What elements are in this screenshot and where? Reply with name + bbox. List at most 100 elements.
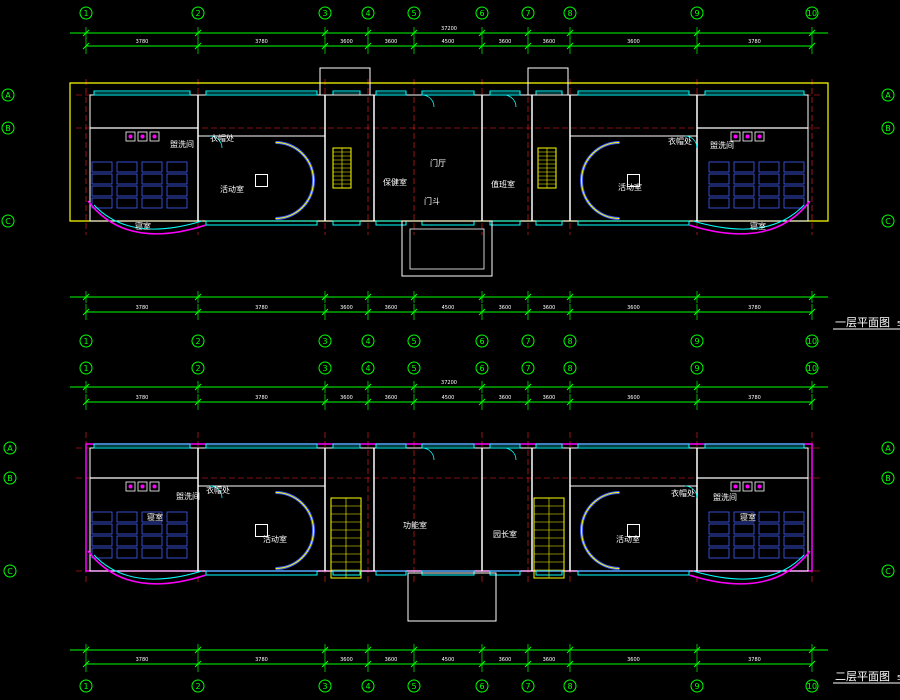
p2-bay-right [688, 550, 811, 585]
p2-bed-left [166, 511, 188, 523]
p2-bed-left [91, 535, 113, 547]
p1-room-lobby: 门斗 [424, 196, 440, 206]
p1-sink-bowl [152, 134, 157, 139]
p2-right-letter-bubble-C [881, 564, 895, 578]
p2-bed-right [733, 523, 755, 535]
p2-top-total-dim-total: 37200 [441, 380, 457, 386]
p1-bed-right [758, 197, 780, 209]
p2-sink [137, 481, 148, 492]
p1-top-axis-bubble-5 [407, 6, 421, 20]
p2-stage-left-edge [275, 492, 314, 569]
p2-scale: 50 [897, 674, 900, 682]
p2-bed-left [91, 547, 113, 559]
p1-bot-axis-label-2: 2 [195, 337, 200, 346]
p2-bed-right [708, 535, 730, 547]
p1-room-duty: 值班室 [491, 179, 515, 189]
p1-room-cloak-right: 衣帽处 [668, 136, 692, 146]
p1-window-bottom [535, 220, 563, 226]
p2-top-bay-label: 3600 [340, 395, 353, 401]
p1-bot-axis-bubble-10 [805, 334, 819, 348]
p1-bot-axis-label-6: 6 [479, 337, 484, 346]
p2-bot-axis-label-9: 9 [694, 682, 699, 691]
p2-bot-bay-label: 3780 [748, 657, 761, 663]
p2-room-cloak-right: 衣帽处 [671, 488, 695, 498]
p1-bed-left [166, 173, 188, 185]
p1-bot-axis-label-1: 1 [83, 337, 88, 346]
p1-door-swing [684, 135, 698, 149]
p2-bed-left [91, 511, 113, 523]
p2-piano-right [627, 524, 640, 537]
p2-bot-bay-label: 3780 [136, 657, 149, 663]
p1-top-axis-bubble-2 [191, 6, 205, 20]
p1-room-bed-left: 寝室 [135, 221, 151, 231]
p2-bot-bay-label: 3600 [385, 657, 398, 663]
p2-top-axis-label-4: 4 [365, 364, 370, 373]
p2-bed-left [141, 535, 163, 547]
p1-top-axis-bubble-10 [805, 6, 819, 20]
p1-door-swing [503, 94, 517, 108]
p1-bot-axis-label-8: 8 [567, 337, 572, 346]
p1-left-letter-bubble-A [1, 88, 15, 102]
p1-top-axis-label-3: 3 [322, 9, 327, 18]
p1-top-axis-label-4: 4 [365, 9, 370, 18]
p2-door-swing [503, 447, 517, 461]
p1-bot-bay-label: 3780 [255, 305, 268, 311]
p1-bed-right [783, 161, 805, 173]
p2-bed-left [141, 511, 163, 523]
p2-top-axis-label-10: 10 [807, 364, 817, 373]
p2-piano-left [255, 524, 268, 537]
p1-piano-left [255, 174, 268, 187]
p2-right-letter-bubble-A [881, 441, 895, 455]
p1-window-bottom [332, 220, 361, 226]
p1-bot-bay-label: 3600 [340, 305, 353, 311]
p2-top-bay-label: 3780 [136, 395, 149, 401]
p2-stage-right-edge [581, 492, 620, 569]
p1-bed-left [91, 185, 113, 197]
p2-window-bottom [205, 570, 318, 576]
p1-right-letter-bubble-A [881, 88, 895, 102]
p2-top-axis-label-2: 2 [195, 364, 200, 373]
p2-bed-right [783, 547, 805, 559]
p2-bot-axis-bubble-2 [191, 679, 205, 693]
p1-door-swing [209, 135, 223, 149]
p1-bed-left [91, 173, 113, 185]
p1-top-bay-label: 3600 [385, 39, 398, 45]
p1-bot-axis-label-3: 3 [322, 337, 327, 346]
p1-bed-right [783, 185, 805, 197]
p2-bot-axis-label-7: 7 [525, 682, 530, 691]
p2-sink [754, 481, 765, 492]
p2-top-bay-label: 3780 [748, 395, 761, 401]
p2-bed-right [758, 511, 780, 523]
p2-room-activity-left: 活动室 [263, 534, 287, 544]
p1-bed-right [783, 173, 805, 185]
p1-bot-axis-label-9: 9 [694, 337, 699, 346]
second-floor-plan: 活动室活动室衣帽处衣帽处盥洗间盥洗间寝室寝室功能室园长室 [76, 432, 822, 622]
p2-bed-right [758, 535, 780, 547]
p1-bot-axis-bubble-2 [191, 334, 205, 348]
p2-left-letter-bubble-C [3, 564, 17, 578]
p1-bot-axis-bubble-1 [79, 334, 93, 348]
p2-bay-left-window [93, 554, 203, 580]
p2-bot-axis-label-2: 2 [195, 682, 200, 691]
p1-top-total-dim-total: 37200 [441, 26, 457, 32]
p2-room-bed-left: 寝室 [147, 512, 163, 522]
p2-window-bottom [375, 570, 407, 576]
p1-top-bay-label: 3780 [748, 39, 761, 45]
p1-bed-left [166, 161, 188, 173]
p1-room-bed-right: 寝室 [750, 221, 766, 231]
p1-top-bay-label: 4500 [442, 39, 455, 45]
p2-bed-left [116, 511, 138, 523]
p1-top-axis-bubble-9 [690, 6, 704, 20]
p1-room-activity-right: 活动室 [618, 182, 642, 192]
p1-entrance-porch [401, 220, 493, 277]
p2-bot-axis-bubble-10 [805, 679, 819, 693]
p1-bed-right [708, 197, 730, 209]
p1-north-porch-left [319, 67, 371, 96]
p1-bay-left [87, 200, 207, 235]
p1-bot-axis-bubble-8 [563, 334, 577, 348]
p1-right-letter-bubble-C [881, 214, 895, 228]
p2-bot-bay-label: 3600 [627, 657, 640, 663]
p1-bot-axis-bubble-9 [690, 334, 704, 348]
p1-top-axis-label-8: 8 [567, 9, 572, 18]
p2-left-letter-bubble-A [3, 441, 17, 455]
